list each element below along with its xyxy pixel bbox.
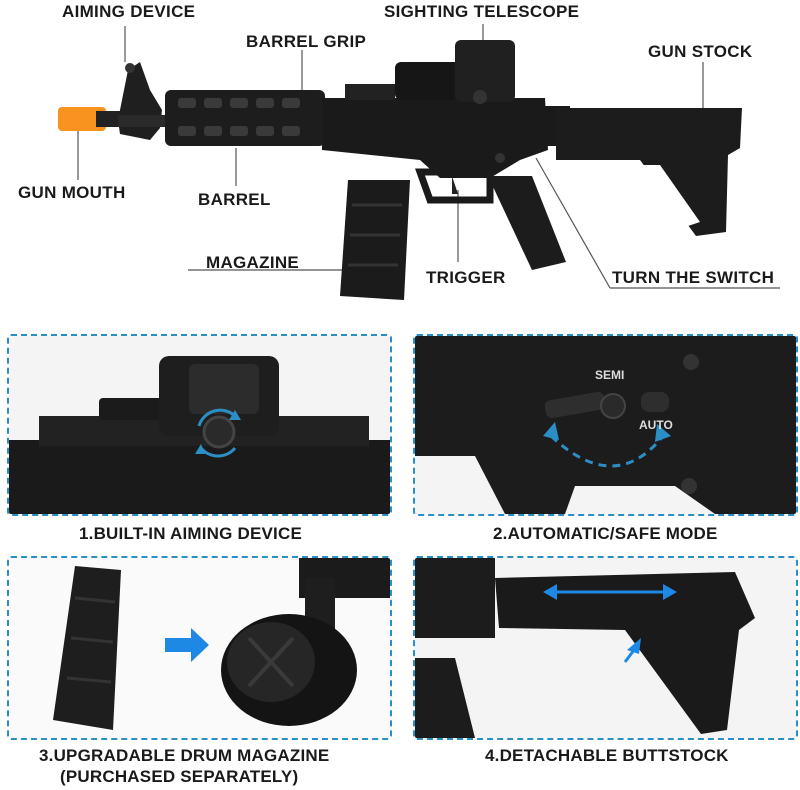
- label-gun-mouth: GUN MOUTH: [18, 183, 126, 202]
- buttstock-image: [415, 558, 796, 738]
- label-barrel-grip: BARREL GRIP: [246, 32, 367, 51]
- label-sighting-telescope: SIGHTING TELESCOPE: [384, 2, 580, 21]
- leader-lines: [77, 24, 780, 289]
- caption-drum-magazine: 3.UPGRADABLE DRUM MAGAZINE: [39, 746, 330, 765]
- label-gun-stock: GUN STOCK: [648, 42, 753, 61]
- label-aiming-device: AIMING DEVICE: [62, 2, 196, 21]
- receiver: [322, 98, 548, 178]
- panel-aiming-device: [7, 334, 392, 516]
- semi-label: SEMI: [595, 368, 625, 382]
- caption-purchased-separately: (PURCHASED SEPARATELY): [60, 767, 299, 786]
- fire-selector-image: [415, 336, 796, 514]
- trigger-guard: [415, 168, 494, 204]
- label-turn-the-switch: TURN THE SWITCH: [612, 268, 775, 287]
- caption-detachable-buttstock: 4.DETACHABLE BUTTSTOCK: [485, 746, 729, 765]
- front-sight: [118, 62, 162, 140]
- magazine: [340, 180, 410, 300]
- pistol-grip: [488, 176, 566, 270]
- panel-drum-magazine: [7, 556, 392, 740]
- panel-auto-safe-mode: SEMI AUTO: [413, 334, 798, 516]
- panel-detachable-buttstock: [413, 556, 798, 740]
- gun-illustration: [58, 24, 780, 300]
- drum-magazine-image: [9, 558, 390, 738]
- label-magazine: MAGAZINE: [206, 253, 300, 272]
- label-trigger: TRIGGER: [426, 268, 506, 287]
- label-barrel: BARREL: [198, 190, 271, 209]
- aiming-device-image: [9, 336, 390, 514]
- caption-auto-safe-mode: 2.AUTOMATIC/SAFE MODE: [493, 524, 718, 543]
- caption-aiming-device: 1.BUILT-IN AIMING DEVICE: [79, 524, 302, 543]
- muzzle-tip: [58, 107, 106, 131]
- auto-label: AUTO: [639, 418, 673, 432]
